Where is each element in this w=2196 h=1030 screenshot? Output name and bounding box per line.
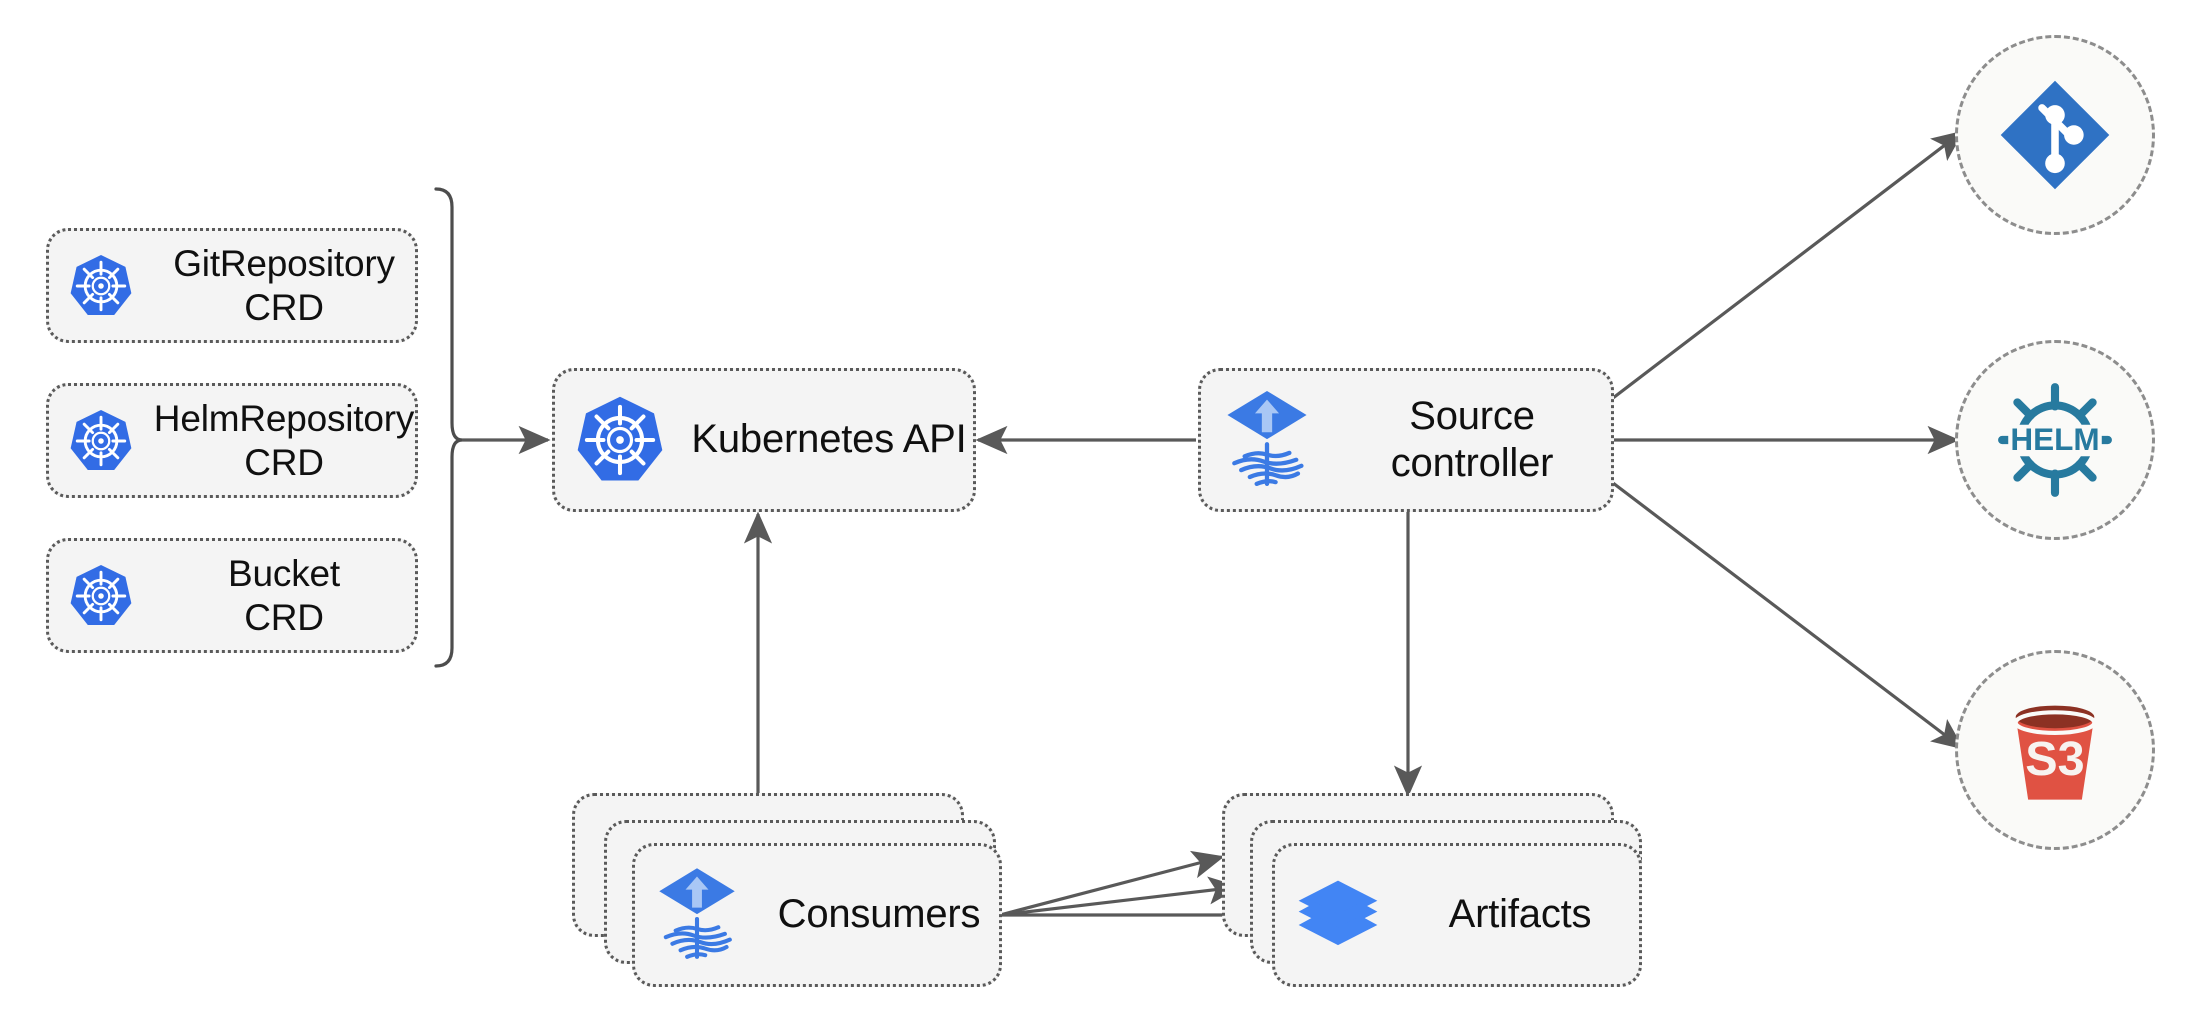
git-icon [1996,76,2114,194]
kubernetes-icon [49,563,153,629]
crd-card-helmrepository[interactable]: HelmRepository CRD [46,383,418,498]
source-controller-node[interactable]: Source controller [1198,368,1614,512]
kubernetes-api-node[interactable]: Kubernetes API [552,368,976,512]
consumers-node[interactable]: Consumers [632,843,1002,987]
source-controller-label: Source controller [1390,393,1554,485]
layers-icon [1275,879,1401,951]
crd-card-gitrepository[interactable]: GitRepository CRD [46,228,418,343]
crd-card-label: HelmRepository CRD [153,397,415,483]
edge-source-controller-to-s3 [1612,481,1965,750]
edge-consumers-to-artifacts-top [999,850,1225,917]
crd-card-bucket[interactable]: Bucket CRD [46,538,418,653]
crd-card-label: GitRepository CRD [173,242,395,328]
backend-circle-s3[interactable] [1955,650,2155,850]
artifacts-node[interactable]: Artifacts [1272,843,1642,987]
flux-icon [635,866,759,964]
crd-group-brace [434,187,463,668]
edge-consumers-to-artifacts-middle [999,876,1241,917]
kubernetes-icon [49,253,153,319]
artifacts-label: Artifacts [1448,892,1592,937]
backend-circle-helm[interactable] [1955,340,2155,540]
kubernetes-icon [555,394,685,486]
edge-source-controller-to-git [1612,130,1965,400]
crd-card-label: Bucket CRD [228,552,340,638]
helm-icon [1994,379,2116,501]
s3-icon [1993,688,2117,812]
flux-icon [1201,389,1333,491]
kubernetes-icon [49,408,153,474]
backend-circle-git[interactable] [1955,35,2155,235]
kubernetes-api-label: Kubernetes API [691,417,967,462]
consumers-label: Consumers [777,892,981,937]
